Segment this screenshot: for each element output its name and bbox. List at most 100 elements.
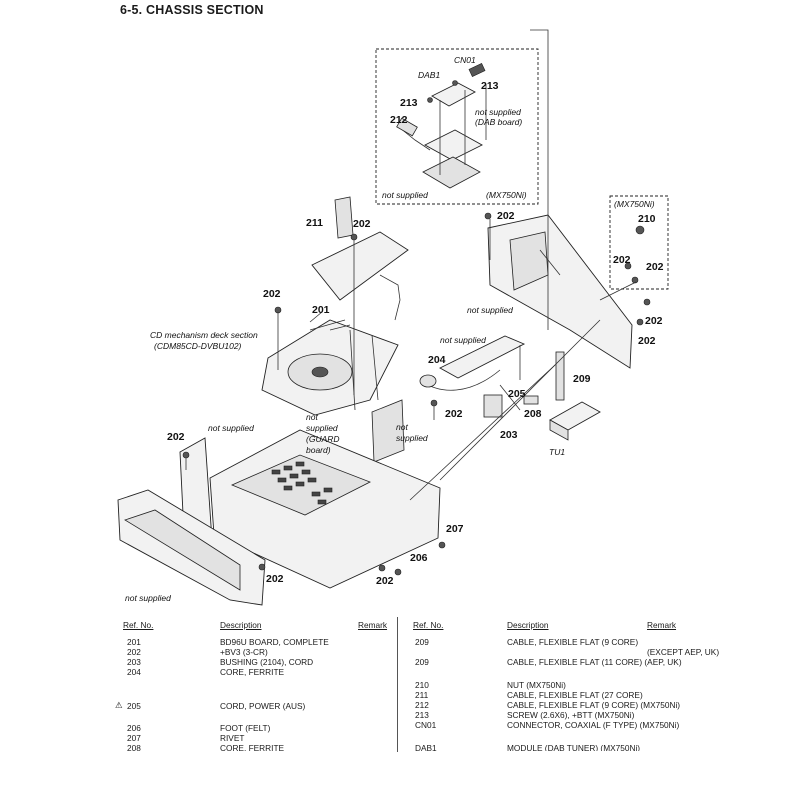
label-202-r3: 202 (645, 315, 663, 327)
header-description-right: Description (507, 620, 549, 630)
label-202-r4: 202 (638, 335, 656, 347)
part-description: CORD, POWER (AUS) (220, 701, 306, 711)
part-description: MODULE (DAB TUNER) (MX750Ni) (507, 743, 641, 751)
label-201: 201 (312, 304, 330, 316)
board-201 (311, 196, 409, 321)
label-202-c: 202 (445, 408, 463, 420)
part-description: NUT (MX750Ni) (507, 680, 566, 690)
part-ref: 205 (127, 701, 141, 711)
part-ref: 209 (415, 657, 429, 667)
label-mx-box2: (MX750Ni) (614, 199, 655, 209)
section-title: 6-5. CHASSIS SECTION (120, 3, 264, 17)
part-ref: 204 (127, 667, 141, 677)
cd-mechanism (261, 319, 399, 416)
label-211: 211 (306, 217, 323, 229)
label-ns-guard2: supplied (306, 423, 338, 433)
part-ref: 211 (415, 690, 429, 700)
parts-table-left: Ref. No. Description Remark 201 BD96U BOA… (0, 620, 397, 751)
header-remark-right: Remark (647, 620, 677, 630)
label-202-a: 202 (353, 218, 371, 230)
label-ns-bottom: not supplied (125, 593, 171, 603)
power-cord-parts (371, 335, 526, 463)
part-ref: 212 (415, 700, 429, 710)
part-ref: 203 (127, 657, 141, 667)
screws (182, 80, 651, 576)
label-209: 209 (573, 373, 591, 385)
label-202-r1: 202 (613, 254, 631, 266)
label-212: 212 (390, 114, 408, 126)
label-cn01: CN01 (454, 55, 476, 65)
tuner-assembly (523, 351, 601, 441)
part-ref: DAB1 (415, 743, 437, 751)
label-202-d: 202 (167, 431, 185, 443)
label-213b: 213 (400, 97, 418, 109)
label-ns-rear: not supplied (467, 305, 513, 315)
part-description: CABLE, FLEXIBLE FLAT (9 CORE) (507, 637, 639, 647)
label-202-f: 202 (376, 575, 394, 587)
label-cd2: (CDM85CD-DVBU102) (154, 341, 242, 351)
parts-list: Ref. No. Description Remark 201 BD96U BOA… (0, 612, 800, 751)
part-ref: 207 (127, 733, 141, 743)
label-ns-guard1: not (306, 412, 318, 422)
label-204: 204 (428, 354, 446, 366)
diagram-labels: CN01 DAB1 213 213 212 not supplied (DAB … (125, 55, 664, 603)
label-ns-dab: not supplied (475, 107, 521, 117)
label-cd1: CD mechanism deck section (150, 330, 258, 340)
dab-option-box (375, 48, 539, 205)
label-ns-guard4: board) (306, 445, 331, 455)
label-ns-mid: not supplied (440, 335, 486, 345)
nut-option-box (609, 195, 669, 290)
part-description: BD96U BOARD, COMPLETE (220, 637, 329, 647)
rear-panel (487, 214, 645, 369)
part-ref: 206 (127, 723, 141, 733)
part-ref: 210 (415, 680, 429, 690)
part-ref: 209 (415, 637, 429, 647)
part-description: RIVET (220, 733, 245, 743)
part-ref: 201 (127, 637, 141, 647)
part-description: FOOT (FELT) (220, 723, 271, 733)
label-ns-top: not supplied (382, 190, 428, 200)
label-213a: 213 (481, 80, 499, 92)
header-ref-right: Ref. No. (413, 620, 444, 630)
table-divider (397, 617, 398, 752)
label-202-r2: 202 (646, 261, 664, 273)
label-208: 208 (524, 408, 542, 420)
part-ref: 213 (415, 710, 429, 720)
part-description: (EXCEPT AEP, UK) (647, 647, 720, 657)
part-ref: 208 (127, 743, 141, 751)
part-description: CONNECTOR, COAXIAL (F TYPE) (MX750Ni) (507, 720, 680, 730)
dab-board-assembly (396, 63, 487, 189)
label-206: 206 (410, 552, 428, 564)
part-description: CABLE, FLEXIBLE FLAT (27 CORE) (507, 690, 643, 700)
label-202-top: 202 (497, 210, 515, 222)
side-panel (117, 489, 266, 606)
label-ns-left2: not (396, 422, 408, 432)
label-ns-left3: supplied (396, 433, 428, 443)
label-dab1: DAB1 (418, 70, 440, 80)
part-description: CABLE, FLEXIBLE FLAT (9 CORE) (MX750Ni) (507, 700, 681, 710)
part-description: SCREW (2.6X6), +BTT (MX750Ni) (507, 710, 635, 720)
part-description: +BV3 (3-CR) (220, 647, 268, 657)
label-ns-left: not supplied (208, 423, 254, 433)
header-ref-left: Ref. No. (123, 620, 154, 630)
part-ref: 202 (127, 647, 141, 657)
exploded-view-diagram: .ln { fill: none; stroke: #333; stroke-w… (117, 29, 669, 606)
warning-icon: ⚠ (115, 700, 123, 710)
part-description: CORE, FERRITE (220, 667, 285, 677)
part-ref: CN01 (415, 720, 437, 730)
label-ns-dab2: (DAB board) (475, 117, 522, 127)
header-remark-left: Remark (358, 620, 388, 630)
label-mx-box1: (MX750Ni) (486, 190, 527, 200)
label-207: 207 (446, 523, 464, 535)
part-description: CORE, FERRITE (220, 743, 285, 751)
header-description-left: Description (220, 620, 262, 630)
label-202-e: 202 (266, 573, 284, 585)
part-description: BUSHING (2104), CORD (220, 657, 314, 667)
label-202-b: 202 (263, 288, 281, 300)
label-tu1: TU1 (549, 447, 565, 457)
leader-lines (185, 29, 637, 501)
label-ns-guard3: (GUARD (306, 434, 340, 444)
label-210: 210 (638, 213, 656, 225)
part-description: CABLE, FLEXIBLE FLAT (11 CORE) (AEP, UK) (507, 657, 682, 667)
